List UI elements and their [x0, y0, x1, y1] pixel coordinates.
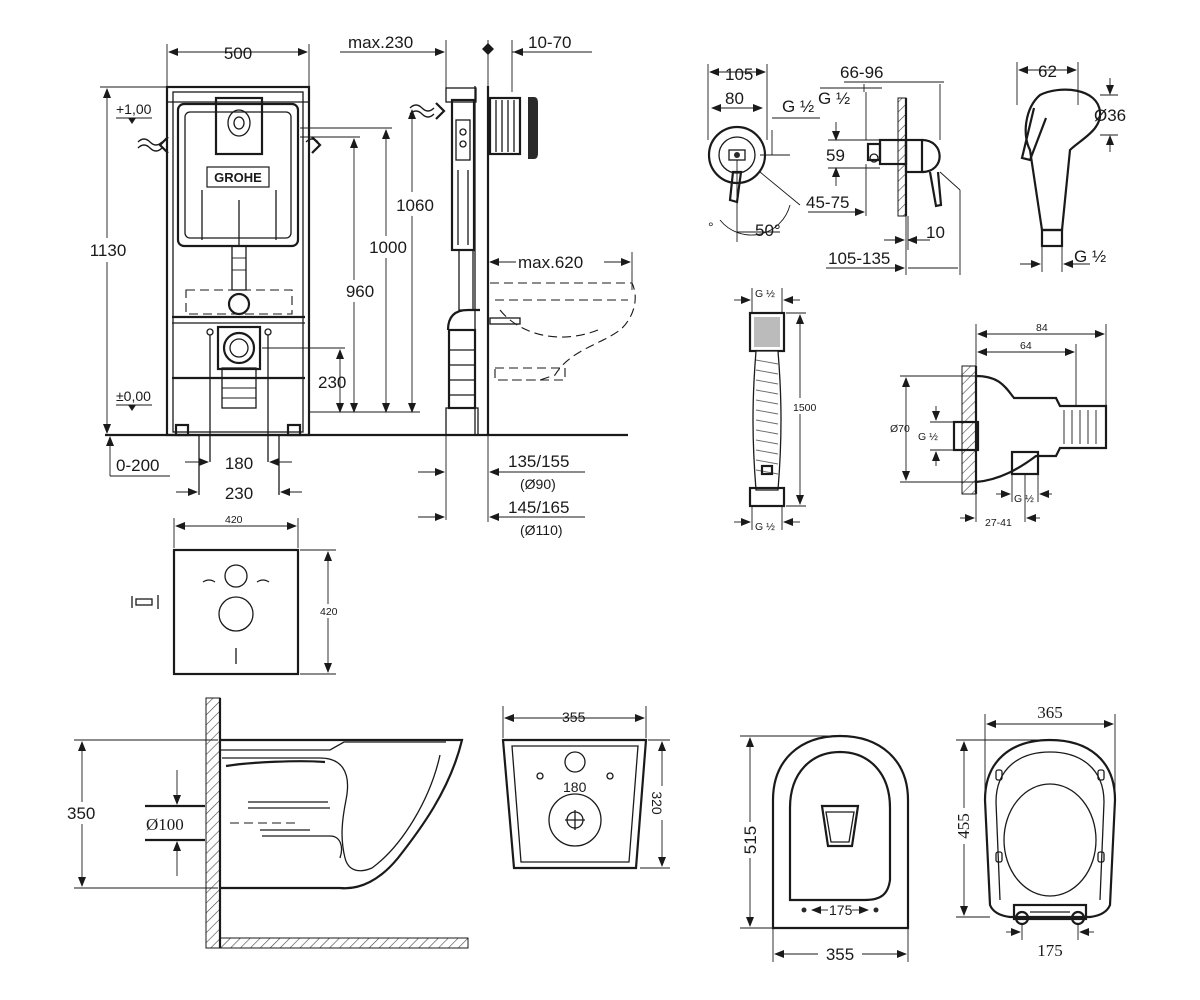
dim-valve-10: 10: [926, 223, 945, 242]
dim-top-bolt-spacing: 175: [829, 902, 853, 918]
grohe-logo: GROHE: [206, 166, 270, 188]
dim-outlet-dia: Ø100: [146, 815, 184, 834]
dim-valve-105-135: 105-135: [828, 249, 890, 268]
dim-bowl-projection: max.620: [518, 253, 583, 272]
frame-front-view: GROHE: [86, 44, 628, 503]
dim-pad-width: 420: [225, 514, 243, 526]
hose-thread-bottom: G ½: [755, 521, 775, 533]
dim-elbow-64: 64: [1020, 340, 1032, 352]
dim-seat-length: 455: [954, 813, 973, 839]
dim-pipe-90-dia: (Ø90): [520, 476, 556, 492]
toilet-top-view: 175 515 355: [740, 734, 910, 964]
dim-back-width: 355: [562, 709, 586, 725]
dim-pipe-110: 145/165: [508, 498, 569, 517]
dim-outlet-230: 230: [318, 373, 346, 392]
dim-elbow-dia70: Ø70: [890, 423, 910, 435]
dim-top-length: 515: [741, 826, 760, 854]
dim-toilet-height: 350: [67, 804, 95, 823]
valve-thread-1: G ½: [782, 97, 814, 116]
dim-pipe-110-dia: (Ø110): [520, 522, 563, 538]
hose-length: 1500: [793, 402, 817, 414]
toilet-side-view: Ø100 350: [64, 697, 469, 949]
dim-elbow-84: 84: [1036, 322, 1048, 334]
dim-bolt-180: 180: [225, 454, 253, 473]
dim-shower-dia36: Ø36: [1094, 106, 1126, 125]
dim-max-depth: max.230: [348, 33, 413, 52]
dim-height-1060: 1060: [396, 196, 434, 215]
valve-thread-2: G ½: [818, 89, 850, 108]
dim-pipe-90: 135/155: [508, 452, 569, 471]
dim-bolt-230: 230: [225, 484, 253, 503]
dim-back-bolt-spacing: 180: [563, 779, 587, 795]
toilet-back-view: 180 355 320: [501, 706, 671, 870]
dim-valve-59: 59: [826, 146, 845, 165]
dim-elbow-27-41: 27-41: [985, 517, 1012, 529]
shower-thread: G ½: [1074, 247, 1106, 266]
dim-valve-66-96: 66-96: [840, 63, 883, 82]
dim-seat-hinge-spacing: 175: [1037, 941, 1063, 960]
mixer-valve-drawing: 105 80 50° ° G ½ G ½ 66-96 59: [707, 63, 961, 275]
brand-logo-text: GROHE: [214, 170, 262, 185]
wall-elbow-drawing: 84 64 Ø70 G ½ G ½ 27-41: [890, 322, 1108, 529]
elbow-thread-out: G ½: [1014, 493, 1034, 505]
hand-shower-drawing: 62 Ø36 G ½: [1016, 62, 1126, 272]
dim-valve-80: 80: [725, 89, 744, 108]
degree-mark: °: [708, 219, 714, 235]
dim-valve-45-75: 45-75: [806, 193, 849, 212]
dim-valve-105: 105: [725, 65, 753, 84]
hose-drawing: G ½ 1500 G ½: [734, 288, 820, 533]
dim-shower-62: 62: [1038, 62, 1057, 81]
seat-top-view: 365 455 175: [954, 703, 1117, 960]
dim-seat-width: 365: [1037, 703, 1063, 722]
dim-wall-range: 10-70: [528, 33, 571, 52]
level-plus-label: +1,00: [116, 101, 152, 117]
dim-inlet-960: 960: [346, 282, 374, 301]
dim-pad-height: 420: [320, 606, 338, 618]
dim-inlet-1000: 1000: [369, 238, 407, 257]
dim-total-height: 1130: [90, 241, 127, 260]
hose-thread-top: G ½: [755, 288, 775, 300]
dim-top-width: 355: [826, 945, 854, 964]
level-zero-label: ±0,00: [116, 388, 151, 404]
frame-side-view: max.230 10-70 1060 max.620 135/155 (Ø90)…: [340, 33, 636, 538]
dim-floor-offset: 0-200: [116, 456, 159, 475]
dim-frame-width: 500: [224, 44, 252, 63]
dim-back-height: 320: [649, 791, 665, 815]
elbow-thread-in: G ½: [918, 431, 938, 443]
dim-valve-angle: 50°: [755, 221, 781, 240]
sound-pad-drawing: 420 420: [131, 514, 342, 676]
